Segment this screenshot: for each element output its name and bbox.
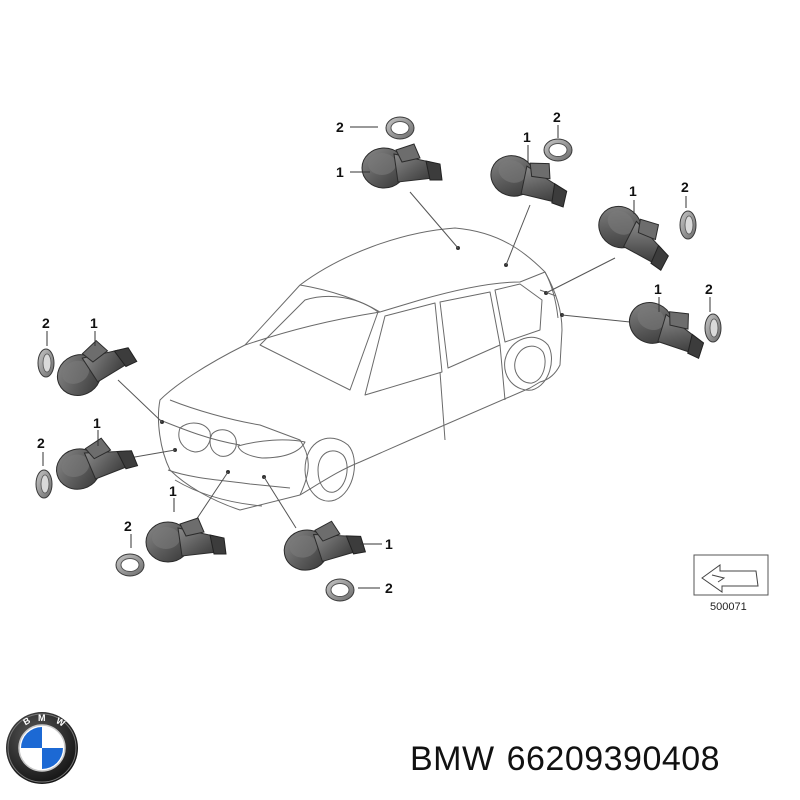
callout-sensor: 1 xyxy=(629,183,637,199)
car-outline xyxy=(157,227,563,511)
sensor-top-center: 2 1 xyxy=(336,116,443,189)
part-label: BMW 66209390408 xyxy=(410,740,720,779)
part-number: 66209390408 xyxy=(506,740,721,778)
callout-ring: 2 xyxy=(553,109,561,125)
ring-right-upper xyxy=(679,210,697,240)
callout-sensor: 1 xyxy=(523,129,531,145)
ring-left-lower xyxy=(35,469,53,499)
ring-right-lower xyxy=(704,313,722,343)
callout-ring: 2 xyxy=(37,435,45,451)
callout-ring: 2 xyxy=(681,179,689,195)
sensor-right-lower: 1 2 xyxy=(622,281,722,367)
sensor-left-upper: 1 2 xyxy=(37,315,141,403)
callout-ring: 2 xyxy=(385,580,393,596)
callout-ring: 2 xyxy=(42,315,50,331)
svg-text:M: M xyxy=(38,713,46,723)
brand-name: BMW xyxy=(410,740,495,778)
ring-bottom-center xyxy=(325,578,355,602)
callout-sensor: 1 xyxy=(385,536,393,552)
sensor-bottom-center: 1 2 xyxy=(279,515,393,602)
callout-sensor: 1 xyxy=(90,315,98,331)
callout-sensor: 1 xyxy=(336,164,344,180)
bmw-logo: B M W xyxy=(6,712,78,784)
callout-ring: 2 xyxy=(336,119,344,135)
ring-left-upper xyxy=(37,348,55,378)
ring-bottom-left xyxy=(115,553,145,577)
sensor-position-dots xyxy=(160,246,564,479)
svg-text:B: B xyxy=(21,715,32,727)
reference-number: 500071 xyxy=(710,601,747,613)
leader-lines xyxy=(117,191,641,529)
callout-ring: 2 xyxy=(124,518,132,534)
callout-ring: 2 xyxy=(705,281,713,297)
sensor-left-lower: 1 2 xyxy=(35,415,141,499)
sensor-bottom-left: 1 2 xyxy=(115,483,227,577)
sensor-top-right: 1 2 xyxy=(484,109,576,216)
arrow-icon xyxy=(701,564,759,593)
sensor-right-upper: 1 2 xyxy=(590,179,697,278)
ring-top-center xyxy=(385,116,415,140)
callout-sensor: 1 xyxy=(654,281,662,297)
ring-top-right xyxy=(543,138,573,162)
reference-box: 500071 xyxy=(693,554,769,613)
callout-sensor: 1 xyxy=(169,483,177,499)
callout-sensor: 1 xyxy=(93,415,101,431)
